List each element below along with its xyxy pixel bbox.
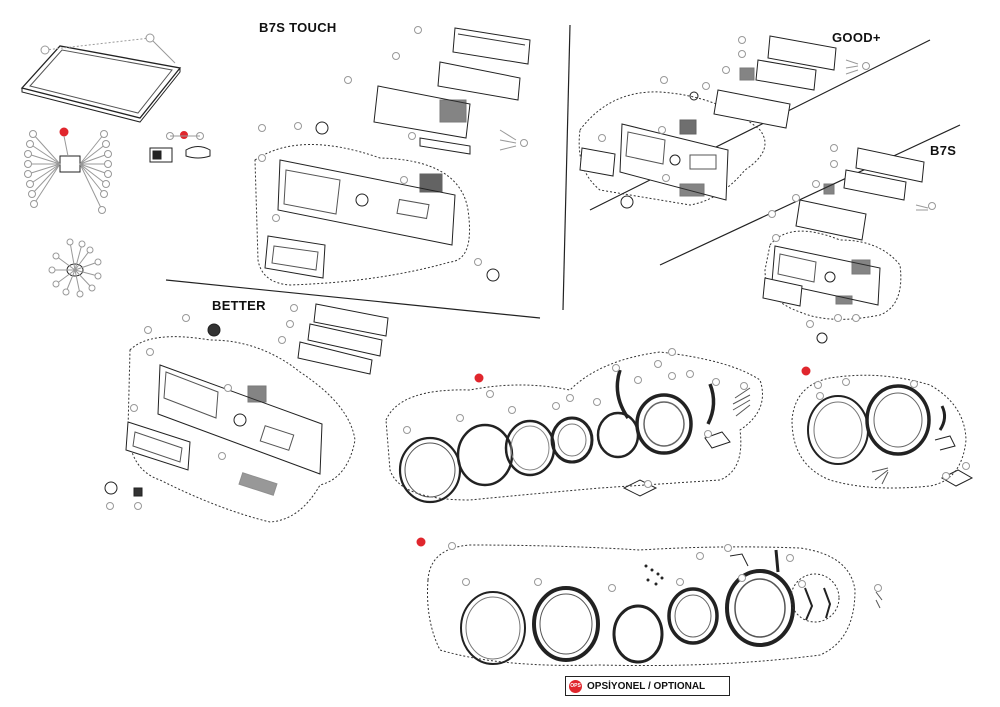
section-title-good-plus: GOOD+ <box>832 30 881 45</box>
b7s-assembly <box>762 144 936 344</box>
good-plus-assembly <box>578 35 870 209</box>
optional-legend-label: OPSİYONEL / OPTIONAL <box>587 680 706 692</box>
door-lock-parts <box>149 131 211 163</box>
b7s-touch-assembly <box>254 26 531 286</box>
better-assembly <box>104 303 389 523</box>
door-assembly-middle <box>385 348 763 504</box>
section-title-better: BETTER <box>212 298 266 313</box>
top-panel-assembly <box>20 33 182 123</box>
door-assembly-bottom <box>416 537 883 667</box>
optional-marker-icon: OPS <box>569 679 582 693</box>
sensor-bundle <box>48 238 102 298</box>
optional-legend: OPS OPSİYONEL / OPTIONAL <box>565 676 730 696</box>
section-dividers <box>165 24 961 319</box>
section-title-b7s-touch: B7S TOUCH <box>259 20 337 35</box>
door-assembly-right <box>791 366 974 489</box>
section-title-b7s: B7S <box>930 143 957 158</box>
wiring-harness-cluster <box>24 127 112 214</box>
